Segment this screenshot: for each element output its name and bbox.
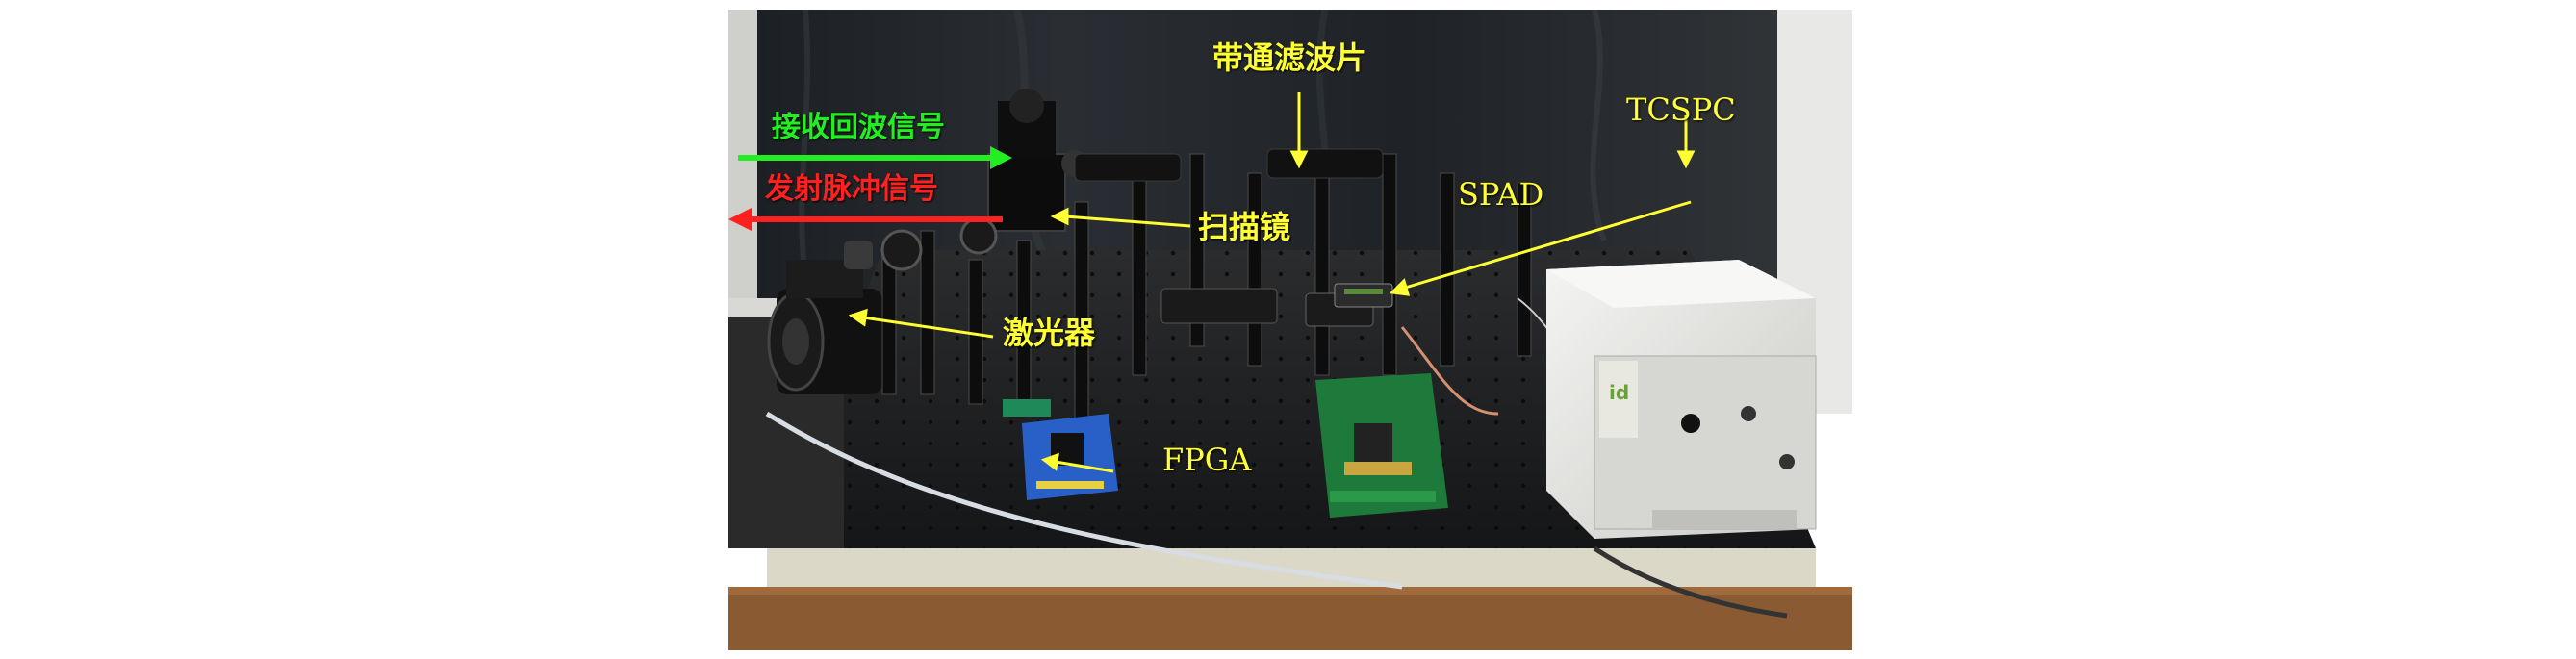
label-tcspc: TCSPC [1626, 91, 1736, 128]
label-scan-mirror: 扫描镜 [1198, 209, 1291, 245]
label-receive-echo: 接收回波信号 [772, 111, 945, 144]
label-fpga: FPGA [1162, 442, 1252, 478]
label-spad: SPAD [1458, 176, 1544, 213]
fpga-board [1315, 373, 1448, 518]
tcspc-instrument: id [1546, 260, 1817, 539]
receive-arrow [738, 146, 1012, 169]
svg-text:id: id [1609, 381, 1629, 404]
blue-dev-board [1003, 399, 1118, 500]
label-transmit-pulse: 发射脉冲信号 [765, 172, 938, 206]
label-bandpass-filter: 带通滤波片 [1212, 39, 1367, 76]
transmit-arrow [728, 208, 1003, 231]
label-laser: 激光器 [1003, 315, 1096, 351]
lab-setup-photo: id [728, 10, 1852, 650]
laser-device [728, 241, 882, 548]
pointer-lines [848, 92, 1696, 473]
spad-module [1334, 283, 1393, 308]
wooden-desk [728, 587, 1852, 650]
